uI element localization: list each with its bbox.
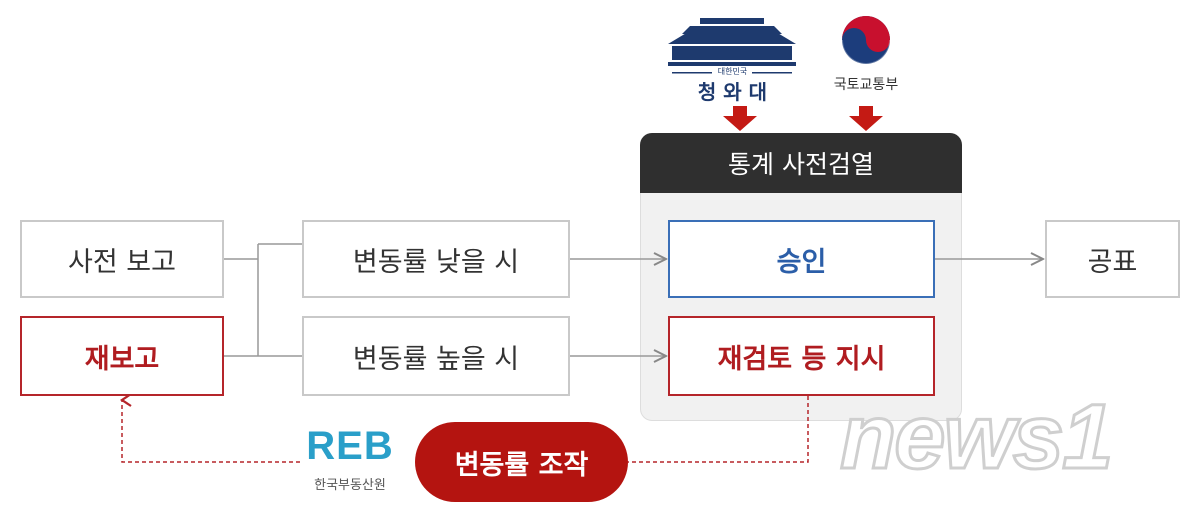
news1-watermark: news1 <box>838 385 1114 490</box>
blue-house-logo-icon <box>668 18 796 74</box>
high-rate-box: 변동률 높을 시 <box>302 316 570 396</box>
reb-logo: REB <box>306 424 394 468</box>
korea-government-logo-icon <box>841 16 891 65</box>
blue-house-small-label: 대한민국 <box>717 67 748 76</box>
red-arrow-down-icon <box>849 106 883 131</box>
reb-name: 한국부동산원 <box>314 478 386 493</box>
low-rate-box: 변동률 낮을 시 <box>302 220 570 298</box>
rate-manipulation-badge: 변동률 조작 <box>415 422 628 502</box>
review-order-box: 재검토 등 지시 <box>668 316 935 396</box>
red-arrow-down-icon <box>723 106 757 131</box>
approve-box: 승인 <box>668 220 935 298</box>
pre-report-box: 사전 보고 <box>20 220 224 298</box>
dashed-feedback-line <box>119 393 300 463</box>
re-report-box: 재보고 <box>20 316 224 396</box>
blue-house-label: 청 와 대 <box>697 80 768 104</box>
publish-box: 공표 <box>1045 220 1180 298</box>
dashed-feedback-line <box>628 396 809 463</box>
molit-label: 국토교통부 <box>833 77 899 93</box>
panel-title: 통계 사전검열 <box>640 133 962 193</box>
